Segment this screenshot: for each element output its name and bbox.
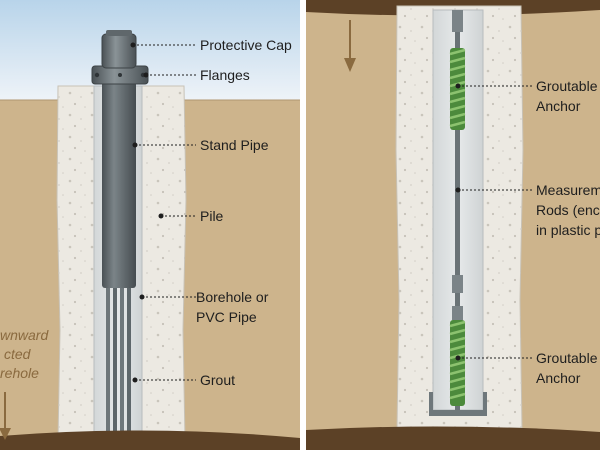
label-anchor-bottom-line-2: Anchor <box>536 370 581 386</box>
measurement-rod <box>455 10 460 410</box>
label-borehole-line-2: PVC Pipe <box>196 309 257 325</box>
right-panel: Groutable Anchor Measurem Rods (enc in p… <box>306 0 600 450</box>
label-rods-line-1: Measurem <box>536 182 600 198</box>
panel-divider <box>300 0 306 450</box>
sky <box>0 0 300 100</box>
protective-cap <box>101 33 137 69</box>
side-note-line-3: rehole <box>0 365 39 381</box>
callout-groutable-anchor-bottom: Groutable Anchor <box>455 350 598 386</box>
callout-grout: Grout <box>132 372 235 388</box>
left-panel: wnward cted rehole Protective Cap Flange… <box>0 0 300 450</box>
callout-flanges: Flanges <box>143 67 250 83</box>
soil-dark-bottom <box>0 430 300 450</box>
groutable-anchor-top <box>449 48 466 130</box>
downward-arrow-icon <box>0 392 11 440</box>
callout-measurement-rods: Measurem Rods (enc in plastic p <box>455 182 600 238</box>
label-borehole-line-1: Borehole or <box>196 289 269 305</box>
label-anchor-top-line-2: Anchor <box>536 98 581 114</box>
label-anchor-bottom-line-1: Groutable <box>536 350 598 366</box>
label-flanges: Flanges <box>200 67 250 83</box>
soil-dark-bottom-right <box>306 426 600 450</box>
label-rods-line-3: in plastic p <box>536 222 600 238</box>
label-stand-pipe: Stand Pipe <box>200 137 269 153</box>
measurement-rods <box>106 280 131 440</box>
callout-stand-pipe: Stand Pipe <box>132 137 269 153</box>
label-anchor-top-line-1: Groutable <box>536 78 598 94</box>
label-grout: Grout <box>200 372 235 388</box>
label-rods-line-2: Rods (enc <box>536 202 600 218</box>
callout-groutable-anchor-top: Groutable Anchor <box>455 78 598 114</box>
side-note-line-2: cted <box>4 346 32 362</box>
label-protective-cap: Protective Cap <box>200 37 292 53</box>
bottom-plate <box>429 392 487 416</box>
groutable-anchor-bottom <box>449 320 466 406</box>
downward-arrow-icon-right <box>344 20 356 72</box>
callout-pile: Pile <box>158 208 224 224</box>
side-note-line-1: wnward <box>0 327 49 343</box>
stand-pipe <box>102 80 136 288</box>
label-pile: Pile <box>200 208 224 224</box>
callout-borehole: Borehole or PVC Pipe <box>139 289 269 325</box>
callout-protective-cap: Protective Cap <box>130 37 292 53</box>
